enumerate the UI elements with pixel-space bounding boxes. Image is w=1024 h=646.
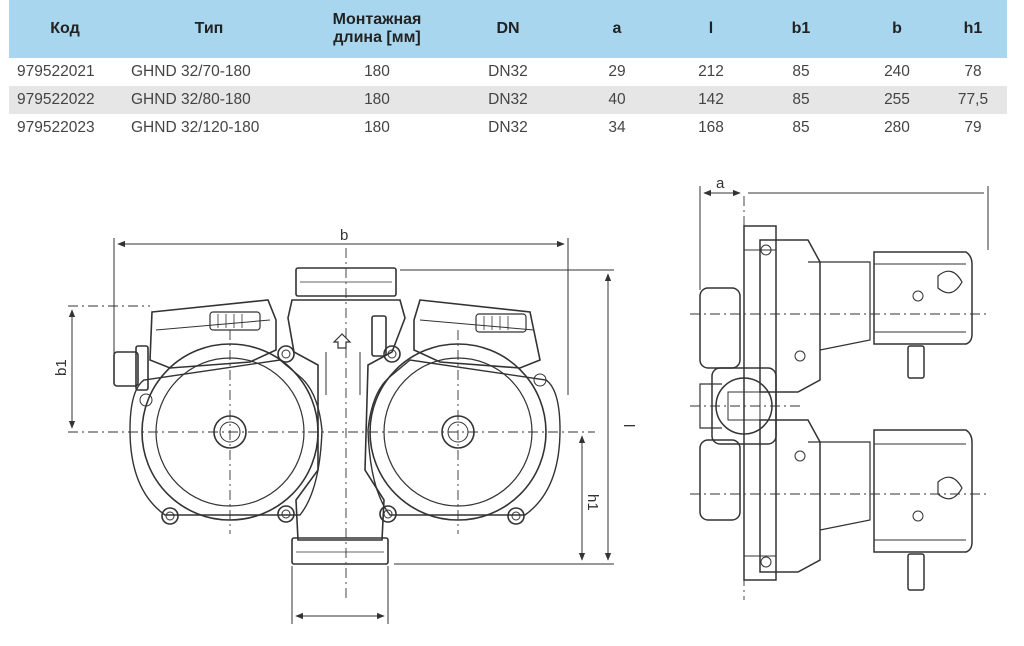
cell-h1: 79 — [964, 119, 982, 136]
cell-a: 34 — [608, 119, 626, 136]
cell-tip: GHND 32/80-180 — [131, 91, 251, 108]
side-view — [690, 196, 990, 600]
header-mount-length: Монтажная длина [мм] — [297, 11, 457, 47]
cell-mount-length: 180 — [364, 63, 390, 80]
header-mount-length-text: Монтажная длина [мм] — [332, 11, 422, 46]
cell-mount-length: 180 — [364, 91, 390, 108]
table-row: 979522023 GHND 32/120-180 180 DN32 34 16… — [9, 114, 1007, 142]
front-view — [68, 248, 595, 600]
header-dn: DN — [496, 20, 520, 37]
cell-a: 40 — [608, 91, 626, 108]
header-h1: h1 — [963, 20, 983, 37]
label-a: a — [716, 175, 725, 192]
cell-tip: GHND 32/120-180 — [131, 119, 260, 136]
cell-h1: 78 — [964, 63, 982, 80]
cell-dn: DN32 — [488, 91, 528, 108]
header-a: a — [612, 20, 622, 37]
side-dimension-labels: a — [716, 175, 725, 192]
front-dimension-labels: b b1 l h1 — [53, 227, 637, 511]
side-dimensions — [699, 186, 989, 290]
cell-h1: 77,5 — [957, 91, 989, 108]
label-b1: b1 — [53, 359, 70, 376]
cell-tip: GHND 32/70-180 — [131, 63, 251, 80]
cell-l: 212 — [698, 63, 724, 80]
header-kod: Код — [50, 20, 80, 37]
cell-mount-length: 180 — [364, 119, 390, 136]
table-header: Код Тип Монтажная длина [мм] DN a l b1 b… — [9, 0, 1007, 58]
cell-b1: 85 — [792, 91, 810, 108]
cell-dn: DN32 — [488, 119, 528, 136]
cell-b: 240 — [884, 63, 910, 80]
cell-b: 255 — [884, 91, 910, 108]
cell-b1: 85 — [792, 63, 810, 80]
cell-dn: DN32 — [488, 63, 528, 80]
cell-kod: 979522021 — [17, 63, 95, 80]
header-tip: Тип — [194, 20, 224, 37]
header-b: b — [892, 20, 902, 37]
cell-b: 280 — [884, 119, 910, 136]
header-b1: b1 — [791, 20, 811, 37]
cell-kod: 979522023 — [17, 119, 95, 136]
cell-kod: 979522022 — [17, 91, 95, 108]
label-l: l — [620, 424, 637, 427]
table-row: 979522021 GHND 32/70-180 180 DN32 29 212… — [9, 58, 1007, 86]
cell-a: 29 — [608, 63, 626, 80]
front-dimensions — [68, 238, 614, 624]
cell-l: 168 — [698, 119, 724, 136]
table-row: 979522022 GHND 32/80-180 180 DN32 40 142… — [9, 86, 1007, 114]
dimensions-table: Код Тип Монтажная длина [мм] DN a l b1 b… — [9, 0, 1007, 142]
cell-b1: 85 — [792, 119, 810, 136]
header-l: l — [708, 20, 714, 37]
label-h1: h1 — [584, 494, 601, 511]
label-b: b — [340, 227, 348, 244]
cell-l: 142 — [698, 91, 724, 108]
